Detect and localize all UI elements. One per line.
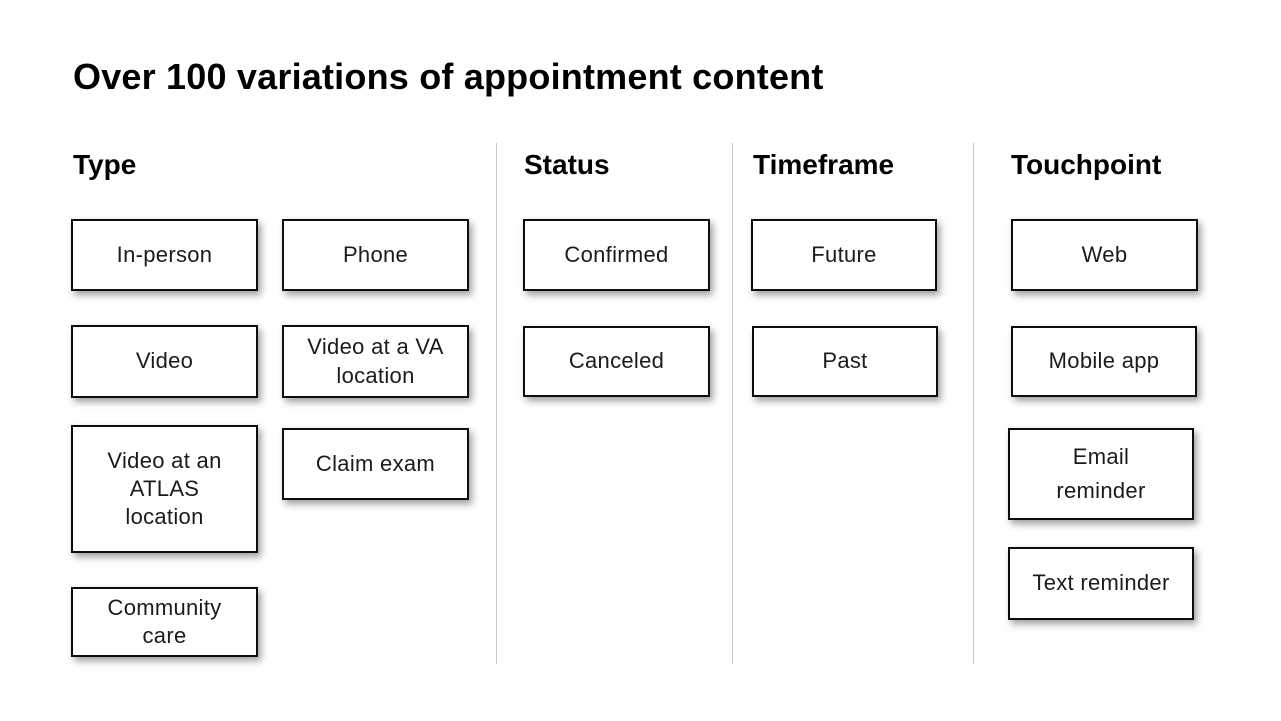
box-web: Web bbox=[1011, 219, 1198, 291]
box-video: Video bbox=[71, 325, 258, 398]
box-video-at-an-atlas-location: Video at an ATLAS location bbox=[71, 425, 258, 553]
column-header-touchpoint: Touchpoint bbox=[1011, 149, 1162, 180]
box-video-at-a-va-location: Video at a VA location bbox=[282, 325, 469, 398]
box-confirmed: Confirmed bbox=[523, 219, 710, 291]
column-divider-1 bbox=[496, 143, 497, 664]
column-divider-3 bbox=[973, 143, 974, 664]
column-header-type: Type bbox=[73, 149, 137, 180]
box-email-reminder: Email reminder bbox=[1008, 428, 1194, 520]
column-header-timeframe: Timeframe bbox=[753, 149, 895, 180]
box-in-person: In-person bbox=[71, 219, 258, 291]
box-past: Past bbox=[752, 326, 938, 397]
box-mobile-app: Mobile app bbox=[1011, 326, 1197, 397]
page-title: Over 100 variations of appointment conte… bbox=[73, 56, 824, 97]
box-future: Future bbox=[751, 219, 937, 291]
box-text-reminder: Text reminder bbox=[1008, 547, 1194, 620]
box-canceled: Canceled bbox=[523, 326, 710, 397]
box-community-care: Community care bbox=[71, 587, 258, 657]
column-divider-2 bbox=[732, 143, 733, 664]
column-header-status: Status bbox=[524, 149, 610, 180]
box-claim-exam: Claim exam bbox=[282, 428, 469, 500]
box-phone: Phone bbox=[282, 219, 469, 291]
